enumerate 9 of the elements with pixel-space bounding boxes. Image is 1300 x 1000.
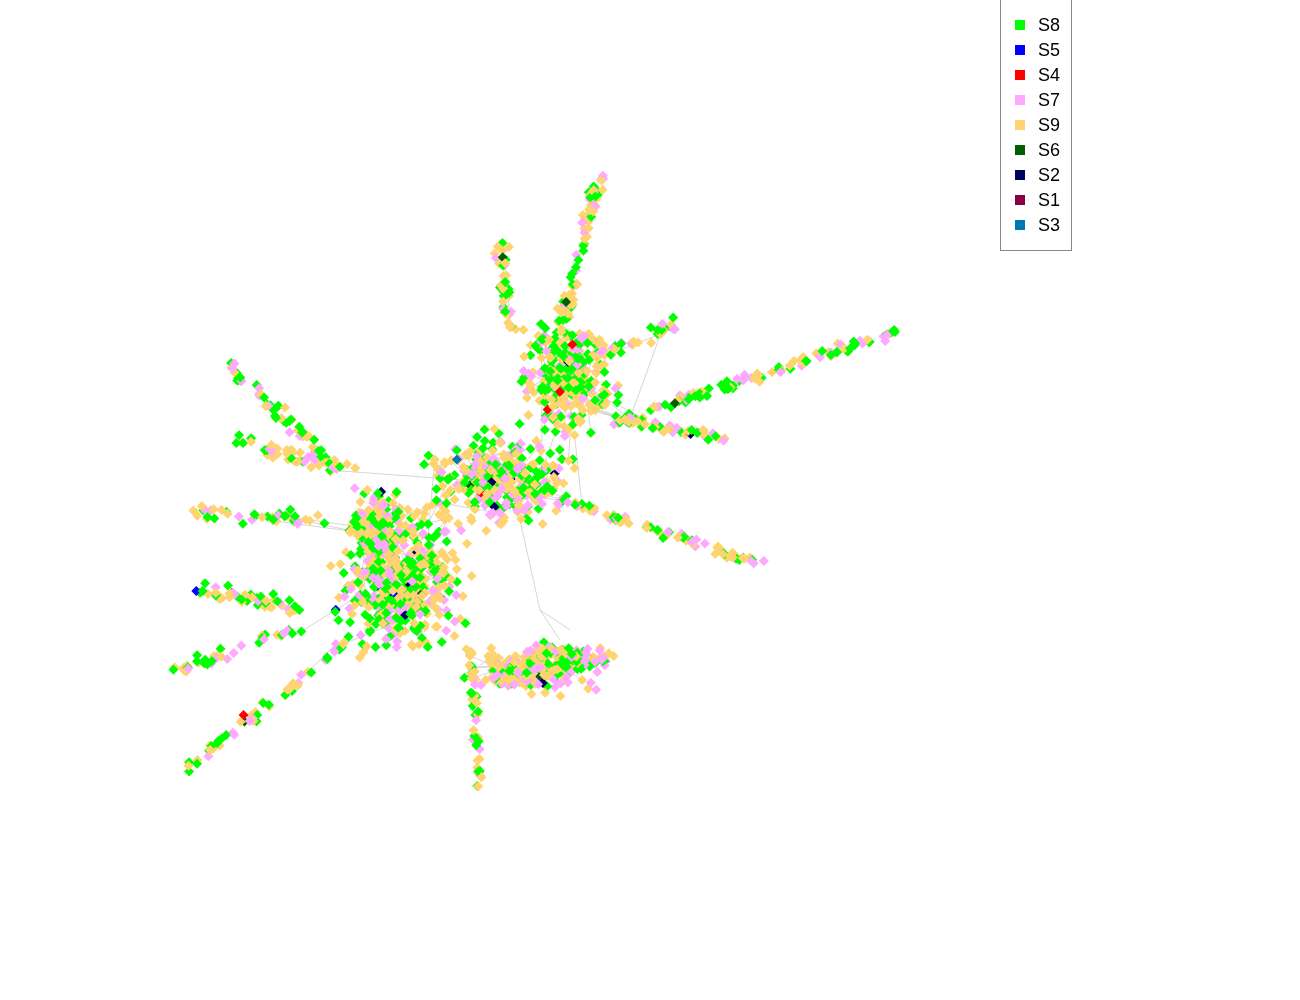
legend-label: S7: [1038, 89, 1061, 111]
legend-label: S1: [1038, 189, 1061, 211]
legend-label: S2: [1038, 164, 1061, 186]
legend-label: S6: [1038, 139, 1061, 161]
legend-label: S3: [1038, 214, 1061, 236]
legend-label: S5: [1038, 39, 1061, 61]
legend-label: S9: [1038, 114, 1061, 136]
legend-label: S4: [1038, 64, 1061, 86]
legend-label: S8: [1038, 14, 1061, 36]
